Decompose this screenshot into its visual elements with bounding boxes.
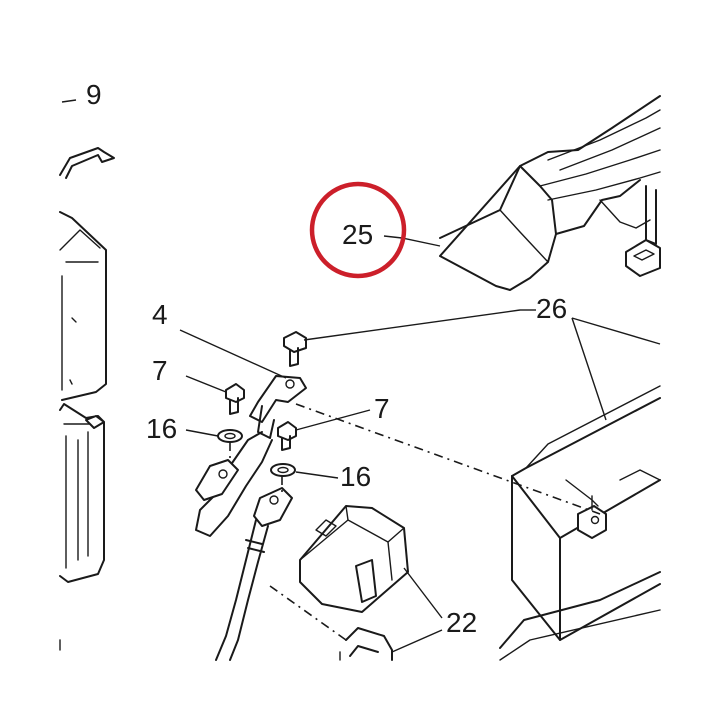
callout-7-right: 7: [374, 393, 390, 424]
part-16-washer-left: [217, 429, 243, 443]
highlight-circle: [309, 181, 407, 279]
part-22-cover: [299, 505, 409, 661]
part-4-bracket: [249, 309, 521, 439]
callout-16-left: 16: [146, 413, 177, 444]
part-26-box: [499, 385, 661, 661]
callout-9: 9: [86, 79, 102, 110]
assembly-lines: [229, 403, 601, 641]
callout-26: 26: [536, 293, 567, 324]
part-7-screw-right: [277, 421, 297, 451]
left-bracket-assembly: [59, 147, 115, 651]
part-16-washer-right: [270, 463, 296, 477]
callout-4: 4: [152, 299, 168, 330]
callout-22: 22: [446, 607, 477, 638]
cable-assembly: [195, 431, 293, 661]
callout-25: 25: [342, 219, 373, 250]
part-25-shape: [439, 95, 661, 291]
callout-7-left: 7: [152, 355, 168, 386]
part-7-screw-left: [225, 383, 245, 415]
callout-16-right: 16: [340, 461, 371, 492]
